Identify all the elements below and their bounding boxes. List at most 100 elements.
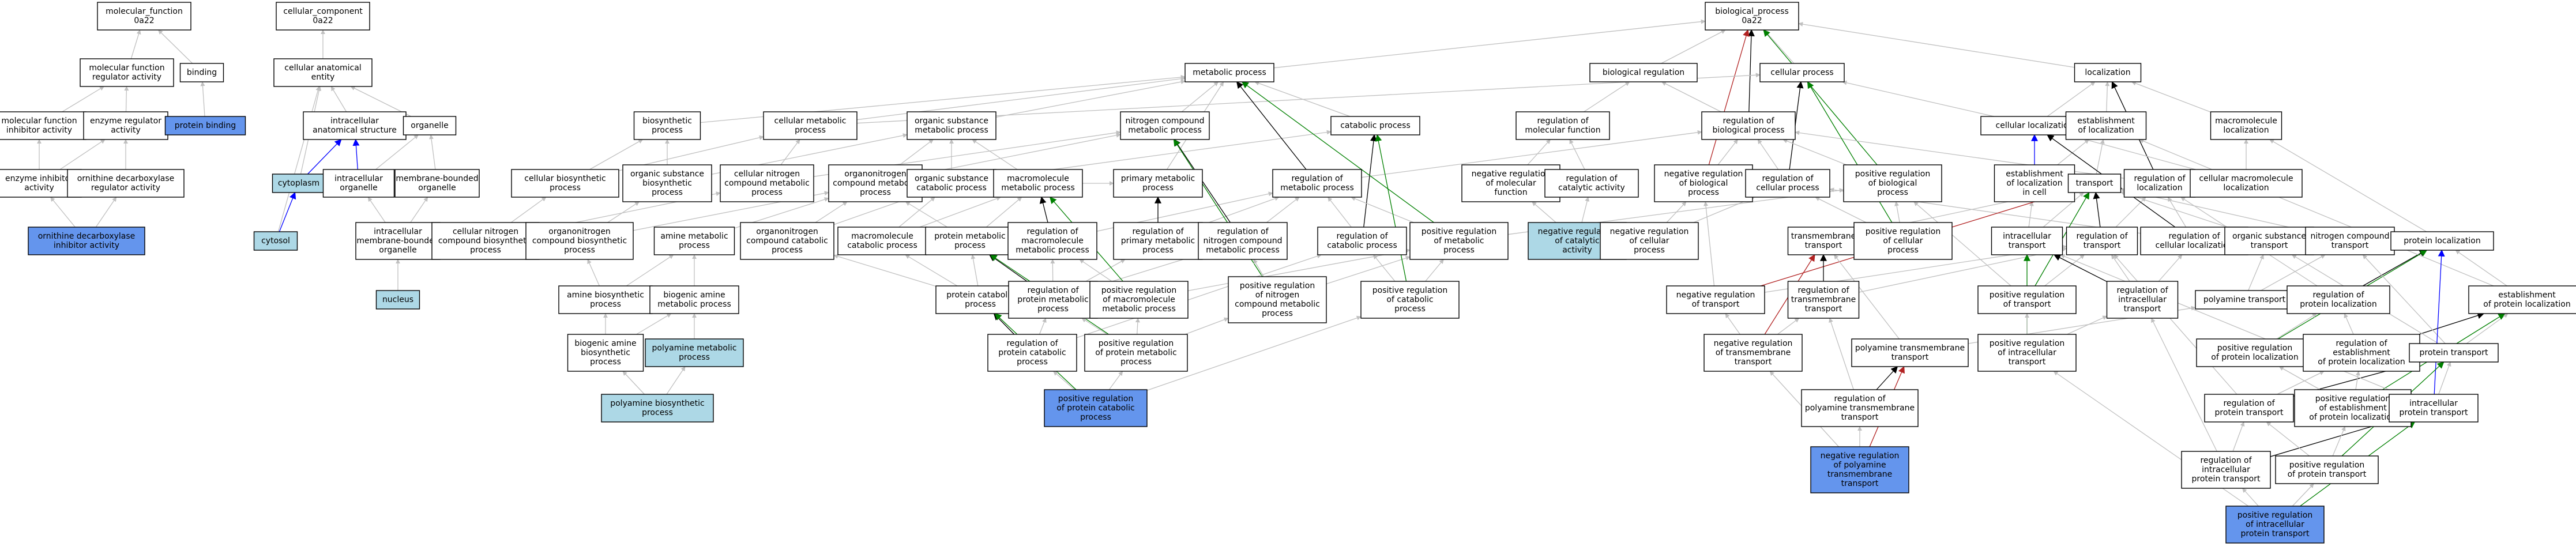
go-term-node-loc[interactable]: localization — [2074, 63, 2142, 82]
go-term-node-nucleus[interactable]: nucleus — [375, 290, 420, 310]
go-term-node-pbind[interactable]: protein binding — [164, 116, 246, 135]
go-term-node-ploc[interactable]: protein localization — [2390, 231, 2494, 251]
go-term-node-metab[interactable]: metabolic process — [1184, 63, 1274, 82]
go-term-node-ptrans[interactable]: protein transport — [2409, 343, 2499, 363]
go-term-node-cytosol[interactable]: cytosol — [253, 231, 298, 251]
go-term-node-binding[interactable]: binding — [179, 63, 224, 82]
go-term-node-cytoplasm[interactable]: cytoplasm — [272, 174, 326, 193]
go-term-node-organelle[interactable]: organelle — [403, 116, 457, 135]
go-term-node-breg[interactable]: biological regulation — [1589, 63, 1698, 82]
go-term-node-transport[interactable]: transport — [2067, 174, 2122, 193]
go-term-node-catab[interactable]: catabolic process — [1330, 116, 1420, 135]
go-term-node-cellp[interactable]: cellular process — [1759, 63, 1845, 82]
go-term-node-polytr[interactable]: polyamine transport — [2195, 290, 2294, 310]
